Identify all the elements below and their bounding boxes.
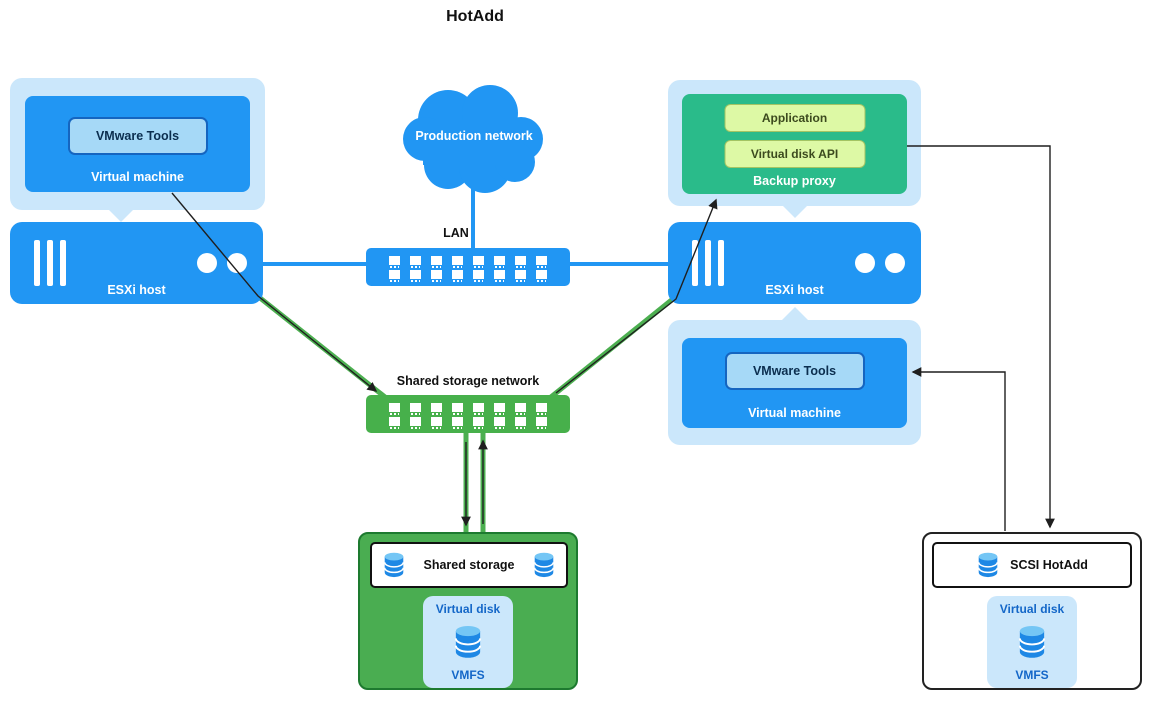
production-network-cloud: Production network — [393, 75, 555, 200]
scsi-hotadd-box: SCSI HotAdd Virtual disk VMFS — [922, 532, 1142, 690]
right-esxi-label: ESXi host — [765, 283, 824, 297]
lan-label: LAN — [443, 226, 469, 240]
server-leds-icon — [197, 253, 247, 273]
backup-proxy-box: Application Virtual disk API Backup prox… — [682, 94, 907, 194]
right-esxi-host: ESXi host — [668, 222, 921, 304]
shared-storage-box: Shared storage Virtual disk VMFS — [358, 532, 578, 690]
scsi-hotadd-header: SCSI HotAdd — [932, 542, 1132, 588]
database-cylinder-icon — [383, 552, 405, 578]
shared-storage-virtual-disk: Virtual disk VMFS — [423, 596, 513, 688]
network-switch-ports-icon — [389, 255, 547, 282]
backup-proxy-label: Backup proxy — [753, 174, 836, 188]
scsi-hotadd-title: SCSI HotAdd — [1010, 558, 1088, 572]
right-vm-tail — [782, 307, 808, 320]
application-badge: Application — [724, 104, 865, 132]
backup-proxy-container: Application Virtual disk API Backup prox… — [668, 80, 921, 206]
shared-storage-header: Shared storage — [370, 542, 568, 588]
left-vm-container: VMware Tools Virtual machine — [10, 78, 265, 210]
left-vm-label: Virtual machine — [91, 170, 184, 184]
production-network-cloud-icon — [403, 85, 543, 193]
database-cylinder-icon — [454, 625, 482, 658]
server-grill-icon — [692, 240, 724, 286]
left-vmware-tools-badge: VMware Tools — [67, 117, 208, 155]
production-network-label: Production network — [415, 129, 533, 143]
left-esxi-label: ESXi host — [107, 283, 166, 297]
right-vm-label: Virtual machine — [748, 406, 841, 420]
diagram-title: HotAdd — [446, 8, 504, 25]
virtual-disk-label: Virtual disk — [999, 602, 1065, 616]
backup-proxy-tail — [782, 205, 808, 218]
server-leds-icon — [855, 253, 905, 273]
shared-storage-title: Shared storage — [423, 558, 515, 572]
shared-storage-network-label: Shared storage network — [396, 374, 540, 388]
database-cylinder-icon — [533, 552, 555, 578]
database-cylinder-icon — [978, 552, 999, 578]
right-vm-container: VMware Tools Virtual machine — [668, 320, 921, 445]
right-vm-box: VMware Tools Virtual machine — [682, 338, 907, 428]
left-vm-box: VMware Tools Virtual machine — [25, 96, 250, 192]
left-esxi-host: ESXi host — [10, 222, 263, 304]
right-vmware-tools-badge: VMware Tools — [724, 352, 865, 390]
virtual-disk-api-badge: Virtual disk API — [724, 140, 865, 168]
vmfs-label: VMFS — [451, 668, 485, 682]
database-cylinder-icon — [1018, 625, 1046, 658]
left-vm-tail — [108, 209, 134, 222]
shared-storage-network-switch — [366, 395, 570, 433]
vmfs-label: VMFS — [1015, 668, 1049, 682]
network-switch-ports-icon — [389, 402, 547, 429]
scsi-virtual-disk: Virtual disk VMFS — [987, 596, 1077, 688]
server-grill-icon — [34, 240, 66, 286]
lan-switch — [366, 248, 570, 286]
virtual-disk-label: Virtual disk — [435, 602, 501, 616]
